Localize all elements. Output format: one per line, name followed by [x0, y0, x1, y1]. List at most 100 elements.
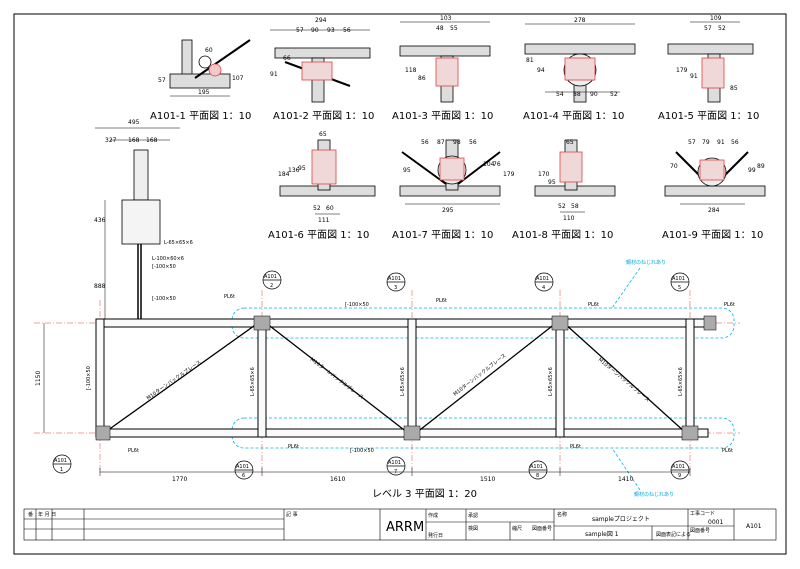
project-name: sampleプロジェクト [592, 516, 650, 523]
rev-col-1: 年 月 日 [38, 511, 56, 518]
tag-sheet-4: A101 [536, 276, 549, 282]
tb-label-1: 承認 [468, 512, 478, 519]
d4-title: A101-4 平面図 1：10 [523, 110, 624, 122]
d6-dim-0: 65 [319, 131, 327, 138]
scale-note: 図面表記による [656, 531, 691, 538]
detail-a101-4 [524, 23, 636, 103]
label-pl-5: PL6t [128, 448, 139, 454]
d9-dim-2: 91 [717, 139, 725, 146]
d8-dim-5: 110 [563, 215, 575, 222]
code-label: 工事コード [690, 510, 715, 517]
dim-top-1: 327 [105, 137, 117, 144]
dim-top-5: 888 [94, 283, 106, 290]
label-pl-4: PL6t [724, 302, 735, 308]
tag-sheet-6: A101 [236, 464, 249, 470]
tag-sheet-1: A101 [54, 458, 67, 464]
tb-label-4: 縮尺 [512, 525, 522, 532]
tag-num-4: 4 [542, 285, 545, 291]
d2-dim-0: 294 [315, 17, 327, 24]
dim-top-3: 168 [146, 137, 158, 144]
dim-bottom-0: 1770 [172, 476, 187, 483]
annotation-twist-top: 鋼材のねじれあり [626, 259, 666, 266]
d9-dim-5: 99 [748, 167, 756, 174]
d7-dim-8: 295 [442, 207, 454, 214]
project-label: 名称 [557, 511, 567, 518]
detail-a101-9 [664, 151, 766, 205]
label-brace-2: M10ターンバックルブレース [309, 356, 365, 401]
d9-dim-3: 56 [731, 139, 739, 146]
tag-num-3: 3 [394, 285, 397, 291]
d7-dim-6: 76 [493, 161, 501, 168]
title-block [23, 508, 777, 541]
label-l65-2: L-65×65×6 [250, 367, 256, 396]
d4-dim-2: 94 [537, 67, 545, 74]
d6-dim-4: 111 [318, 217, 330, 224]
d8-dim-1: 170 [538, 171, 550, 178]
d9-dim-0: 57 [688, 139, 696, 146]
tag-num-5: 5 [678, 285, 681, 291]
d7-dim-4: 95 [403, 167, 411, 174]
code-value: 0001 [708, 519, 723, 526]
d5-dim-0: 109 [710, 15, 722, 22]
d6-dim-1: 184 [278, 171, 290, 178]
sheet-border [13, 13, 787, 555]
label-pl-2: PL6t [436, 298, 447, 304]
sheet-no: A101 [746, 523, 762, 530]
d8-title: A101-8 平面図 1：10 [512, 229, 613, 241]
d4-dim-5: 90 [590, 91, 598, 98]
d4-dim-4: 88 [573, 91, 581, 98]
d5-dim-3: 179 [676, 67, 688, 74]
d2-title: A101-2 平面図 1：10 [273, 110, 374, 122]
detail-a101-6 [279, 139, 376, 215]
tag-num-6: 6 [242, 473, 245, 479]
tag-sheet-7: A101 [388, 460, 401, 466]
tag-sheet-5: A101 [672, 276, 685, 282]
d7-dim-2: 98 [453, 139, 461, 146]
post-elevation [95, 127, 180, 322]
tag-sheet-2: A101 [264, 274, 277, 280]
d7-dim-3: 56 [469, 139, 477, 146]
label-pl-6: PL6t [288, 444, 299, 450]
d8-dim-0: 65 [566, 139, 574, 146]
d7-dim-1: 87 [437, 139, 445, 146]
d2-dim-2: 90 [311, 27, 319, 34]
d6-title: A101-6 平面図 1：10 [268, 229, 369, 241]
d5-dim-1: 57 [704, 25, 712, 32]
label-flat-top: [-100×50 [345, 302, 369, 308]
tb-label-3: 検図 [468, 525, 478, 532]
label-l65-post: L-65×65×6 [164, 240, 193, 246]
d8-dim-4: 58 [571, 203, 579, 210]
detail-a101-8 [534, 139, 616, 213]
d9-dim-6: 89 [757, 163, 765, 170]
d9-dim-7: 284 [708, 207, 720, 214]
label-brace-3: M10ターンバックルブレース [452, 352, 508, 398]
d6-dim-6: 60 [326, 205, 334, 212]
overall-dimensions [43, 323, 691, 476]
tag-num-1: 1 [60, 467, 63, 473]
tb-label-0: 作成 [428, 512, 438, 519]
revision-clouds [231, 267, 735, 491]
tag-num-2: 2 [270, 283, 273, 289]
d2-dim-3: 93 [327, 27, 335, 34]
label-flat-post2: [-100×50 [152, 296, 176, 302]
drawing-name: sample図 1 [585, 531, 619, 538]
d8-dim-2: 95 [548, 179, 556, 186]
d2-dim-5: 91 [270, 71, 278, 78]
d7-dim-7: 179 [503, 171, 515, 178]
d1-dim-1: 57 [158, 77, 166, 84]
d4-dim-0: 278 [574, 17, 586, 24]
d6-dim-3: 95 [298, 165, 306, 172]
tag-num-8: 8 [536, 473, 539, 479]
label-flat-bottom: [-100×50 [350, 448, 374, 454]
label-brace-4: M10ターンバックルブレース [597, 356, 651, 403]
d2-dim-1: 57 [296, 27, 304, 34]
tag-num-9: 9 [678, 473, 681, 479]
label-l65-4: L-65×65×6 [548, 367, 554, 396]
detail-a101-1 [169, 39, 251, 97]
d4-dim-3: 54 [556, 91, 564, 98]
tb-label-2: 発行日 [428, 532, 443, 539]
detail-a101-2 [270, 29, 371, 103]
tag-sheet-3: A101 [388, 276, 401, 282]
d1-dim-0: 195 [198, 89, 210, 96]
